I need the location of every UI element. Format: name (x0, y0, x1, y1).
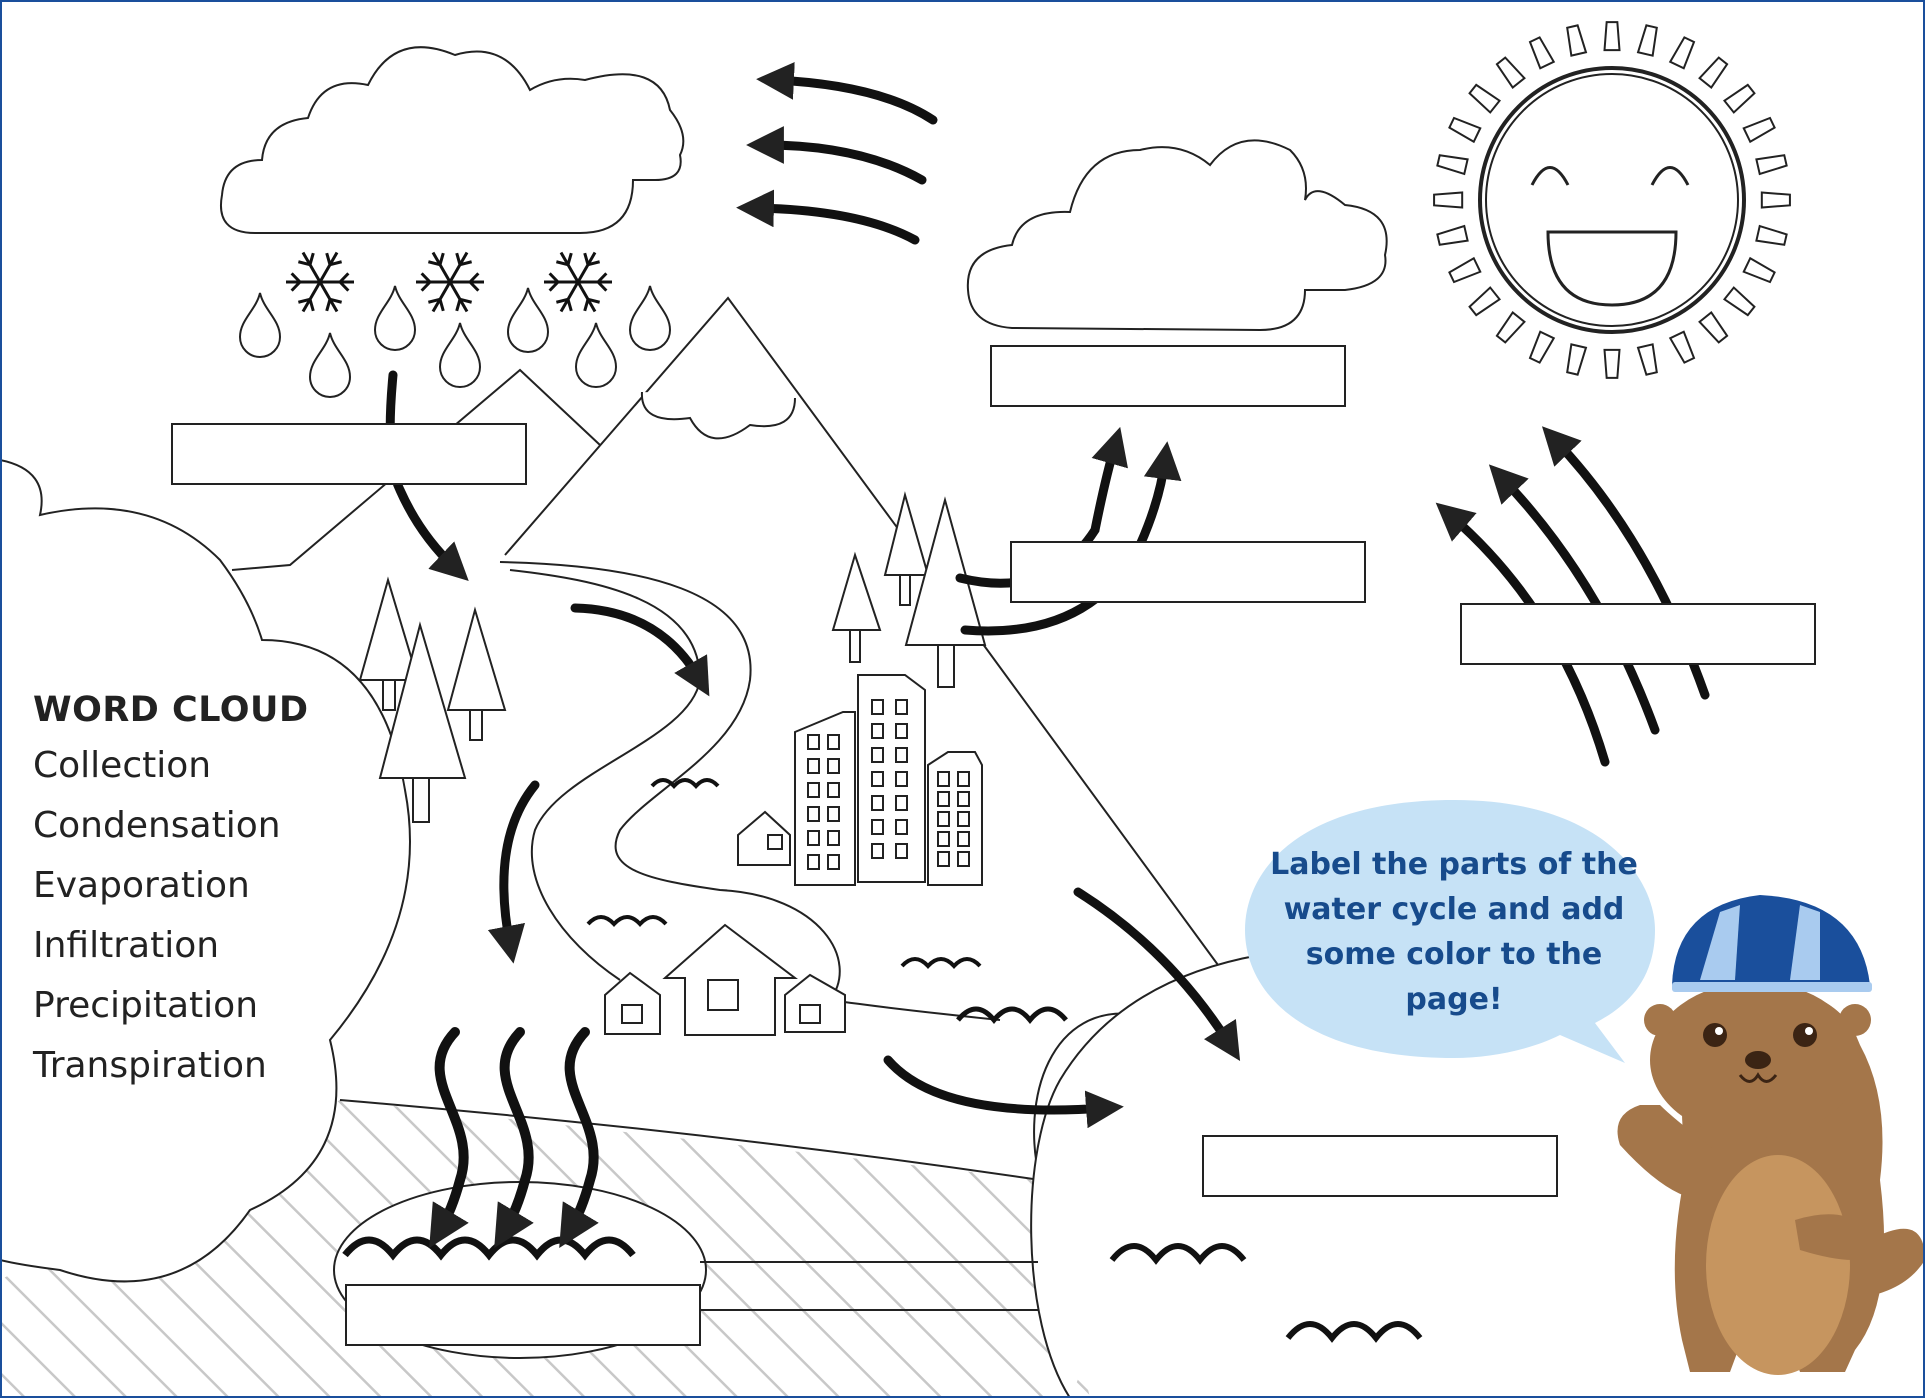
label-box-collection[interactable] (1202, 1135, 1558, 1197)
raindrop-icons (240, 286, 670, 397)
label-box-infiltration[interactable] (345, 1284, 701, 1346)
label-box-transpiration[interactable] (1010, 541, 1366, 603)
speech-bubble-text: Label the parts of the water cycle and a… (1262, 842, 1646, 1022)
sun-icon (1434, 22, 1790, 378)
houses (605, 925, 845, 1035)
label-box-condensation[interactable] (990, 345, 1346, 407)
word-cloud-title: WORD CLOUD (33, 690, 309, 730)
word-cloud-item-precipitation: Precipitation (33, 986, 309, 1026)
word-cloud-item-transpiration: Transpiration (33, 1046, 309, 1086)
word-cloud-item-infiltration: Infiltration (33, 926, 309, 966)
snowflake-icons (286, 253, 612, 312)
label-box-precipitation[interactable] (171, 423, 527, 485)
word-cloud-item-collection: Collection (33, 746, 309, 786)
word-cloud-list: WORD CLOUD Collection Condensation Evapo… (33, 690, 309, 1106)
condensation-cloud (968, 140, 1387, 330)
rain-cloud (221, 47, 683, 233)
city-buildings (738, 675, 982, 885)
otter-mascot (1618, 895, 1925, 1375)
word-cloud-item-evaporation: Evaporation (33, 866, 309, 906)
hard-hat-icon (1672, 895, 1870, 985)
label-box-evaporation[interactable] (1460, 603, 1816, 665)
snow-cap (642, 392, 795, 438)
word-cloud-item-condensation: Condensation (33, 806, 309, 846)
